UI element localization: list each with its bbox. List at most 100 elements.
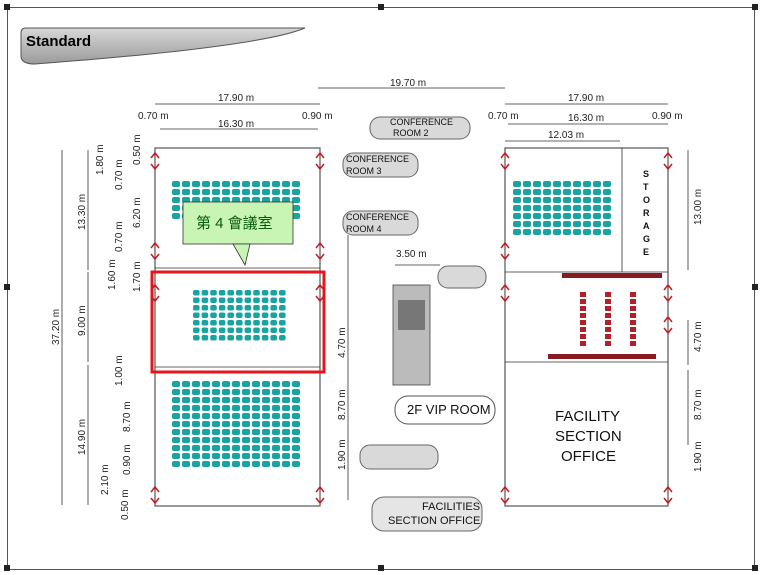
storage-letter: T (643, 182, 649, 192)
seat (292, 413, 300, 419)
seat (523, 189, 531, 195)
seat (172, 461, 180, 467)
seat (232, 189, 240, 195)
seat (272, 197, 280, 203)
seat (262, 461, 270, 467)
seat (210, 305, 217, 311)
dim-left-0-90: 0.90 m (122, 444, 133, 475)
seat (630, 313, 636, 318)
seat (252, 453, 260, 459)
dim-right-1-90: 1.90 m (693, 441, 704, 472)
seat (227, 335, 234, 341)
resize-handle-tr[interactable] (752, 4, 758, 10)
seat (212, 397, 220, 403)
seat (270, 327, 277, 333)
seat (261, 312, 269, 318)
seat (244, 312, 252, 318)
seat (253, 312, 260, 318)
seat (261, 290, 269, 296)
resize-handle-br[interactable] (752, 565, 758, 571)
seat (202, 429, 210, 435)
seat (282, 397, 290, 403)
seat (272, 413, 280, 419)
seat (192, 397, 200, 403)
seat (252, 405, 260, 411)
room-4-callout-label: 第 4 會議室 (196, 214, 273, 232)
seat (242, 461, 250, 467)
resize-handle-tc[interactable] (378, 4, 384, 10)
seat (212, 437, 220, 443)
storage-letter: E (643, 247, 649, 257)
door-marker (500, 283, 510, 303)
door-marker (663, 283, 673, 303)
seat (253, 327, 260, 333)
seat (201, 335, 209, 341)
seat (218, 327, 226, 333)
seat (292, 453, 300, 459)
seat (272, 389, 280, 395)
seat (630, 306, 636, 311)
seat (222, 445, 230, 451)
floor-plan-frame (7, 7, 755, 570)
seat (262, 437, 270, 443)
seat (523, 205, 531, 211)
seat (533, 181, 541, 187)
seat (513, 221, 521, 227)
seat (292, 189, 300, 195)
resize-handle-mr[interactable] (752, 284, 758, 290)
resize-handle-bl[interactable] (4, 565, 10, 571)
seat (603, 229, 611, 235)
seat (253, 297, 260, 303)
seat (218, 320, 226, 326)
seat (593, 229, 601, 235)
seat (282, 445, 290, 451)
seat (270, 297, 277, 303)
seat (242, 197, 250, 203)
seat (523, 197, 531, 203)
seat (236, 290, 243, 296)
seat (543, 221, 551, 227)
seat (630, 341, 636, 346)
seat (270, 290, 277, 296)
right-dimensions: 13.00 m 4.70 m 8.70 m 1.90 m (687, 150, 704, 472)
seat (580, 306, 586, 311)
seat (182, 381, 190, 387)
seat (262, 181, 270, 187)
door-marker (663, 151, 673, 171)
seat (242, 397, 250, 403)
resize-handle-bc[interactable] (378, 565, 384, 571)
seat (182, 397, 190, 403)
room-4-highlight[interactable] (150, 270, 326, 374)
seat (573, 181, 581, 187)
seat (192, 429, 200, 435)
seat (232, 453, 240, 459)
seat (282, 181, 290, 187)
seat (580, 299, 586, 304)
seat (292, 181, 300, 187)
seat (244, 335, 252, 341)
resize-handle-ml[interactable] (4, 284, 10, 290)
seat (262, 389, 270, 395)
seat (272, 437, 280, 443)
dim-left-1-00: 1.00 m (114, 355, 125, 386)
seat (543, 197, 551, 203)
seat (282, 189, 290, 195)
middle-section: CONFERENCE ROOM 2 CONFERENCE ROOM 3 CONF… (337, 116, 496, 532)
left-dimensions: 37.20 m 13.30 m 9.00 m 14.90 m 1.80 m 0.… (51, 134, 143, 520)
seat (279, 335, 286, 341)
seat (212, 389, 220, 395)
seat (603, 181, 611, 187)
seat (222, 381, 230, 387)
seat (553, 181, 561, 187)
seat (227, 290, 234, 296)
seat (292, 397, 300, 403)
seat (282, 461, 290, 467)
seat (218, 290, 226, 296)
seat (192, 189, 200, 195)
seat (513, 197, 521, 203)
resize-handle-tl[interactable] (4, 4, 10, 10)
door-marker (315, 485, 325, 505)
seat (252, 429, 260, 435)
facility-office-line1: FACILITY (555, 408, 620, 425)
seat (543, 229, 551, 235)
